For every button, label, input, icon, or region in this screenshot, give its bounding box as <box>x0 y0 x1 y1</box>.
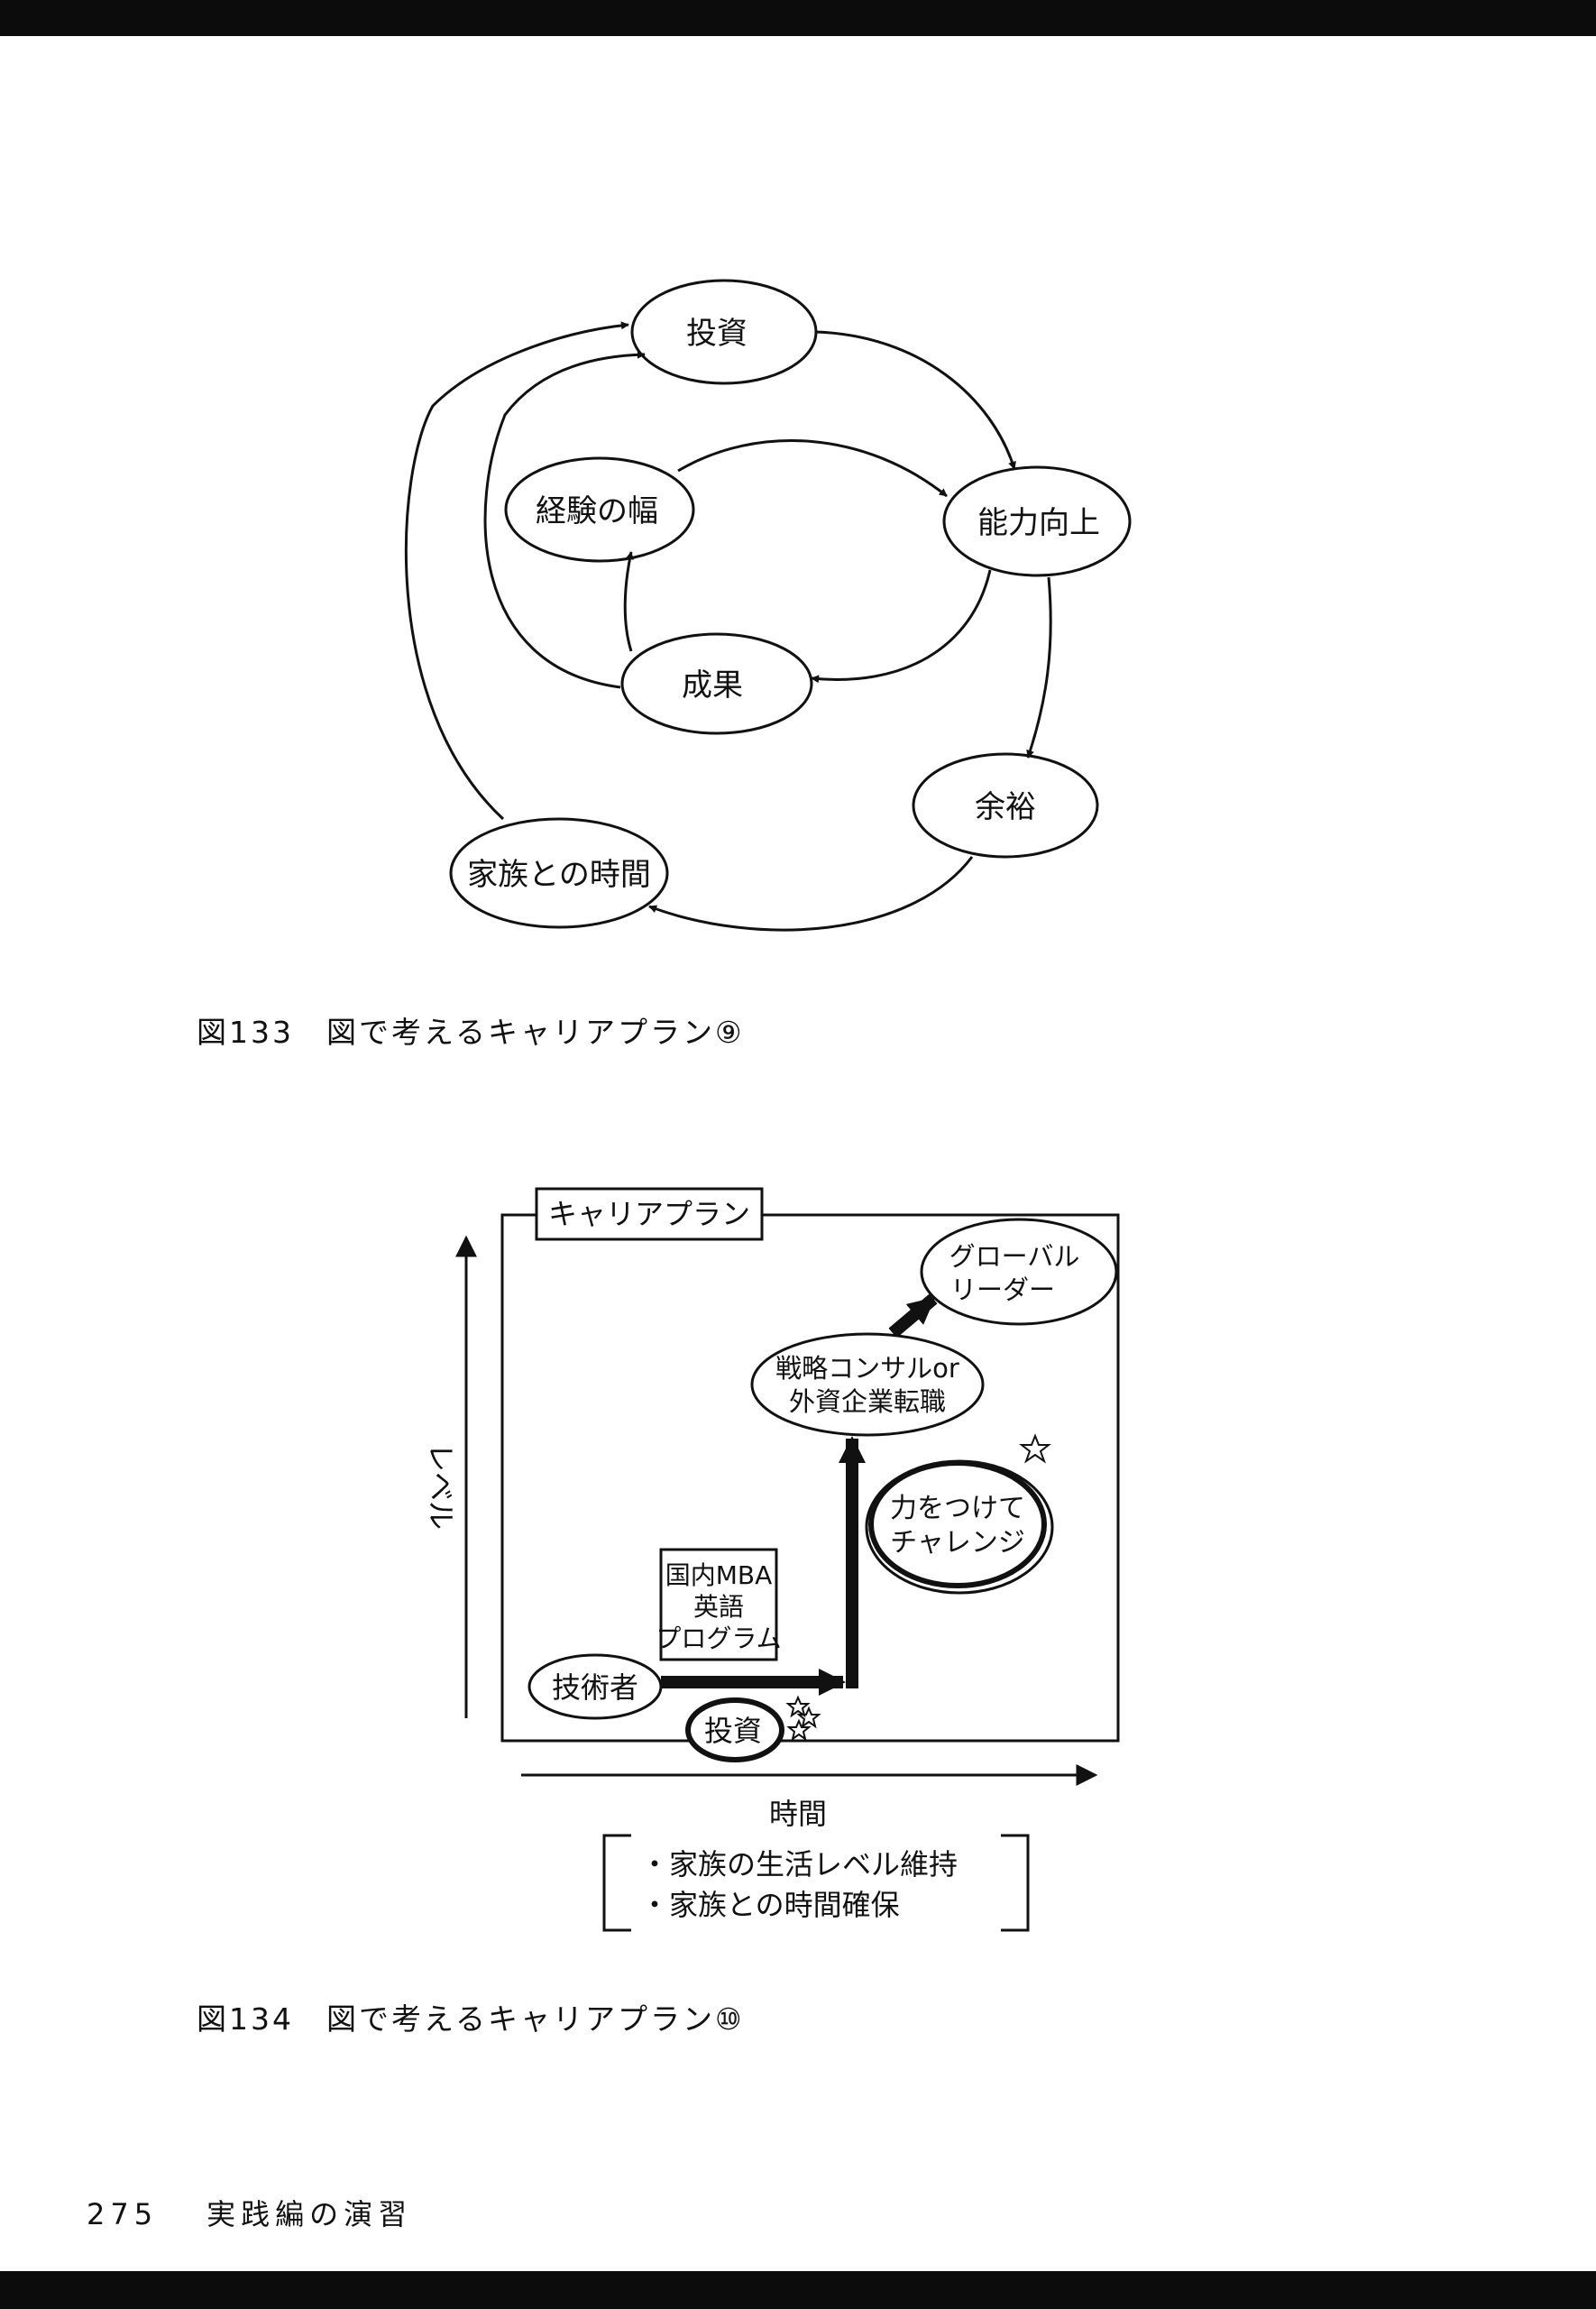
arrow-familytime-to-invest <box>404 321 629 821</box>
conditions-bracket-right <box>1001 1834 1030 1932</box>
node-ability-ellipse <box>942 465 1132 577</box>
condition-item-2: ・家族との時間確保 <box>640 1888 900 1922</box>
challenge-line-2: チャレンジ <box>890 1527 1025 1559</box>
section-title: 実践編の演習 <box>206 2197 413 2231</box>
node-invest2-ellipse <box>685 1697 784 1762</box>
figure-134-career-chart <box>455 1187 1120 1932</box>
node-ability-label: 能力向上 <box>977 505 1100 541</box>
node-familytime-ellipse <box>449 817 669 929</box>
arrow-margin-to-familytime <box>648 856 974 932</box>
figure-133-cycle-diagram <box>404 279 1132 932</box>
y-axis-label: レベル <box>424 1443 458 1530</box>
star-icon <box>1019 1433 1051 1464</box>
chart-frame <box>500 1213 1120 1743</box>
arrow-ability-to-results <box>811 569 992 684</box>
bottom-black-band <box>0 2271 1596 2309</box>
frame-title-box <box>535 1187 764 1241</box>
node-results-ellipse <box>620 632 813 735</box>
node-margin-label: 余裕 <box>975 789 1036 825</box>
star-icon <box>786 1718 812 1742</box>
conditions-bracket-left <box>602 1834 631 1932</box>
star-icons <box>785 1433 1051 1742</box>
node-margin-ellipse <box>912 752 1099 859</box>
program-line-3: プログラム <box>656 1624 781 1653</box>
page-number: 275 <box>87 2197 159 2231</box>
figure-134-labels: キャリアプラン 時間 レベル 技術者 投資 国内MBA 英語 プログラム 戦略コ… <box>424 1197 1079 1922</box>
program-box <box>659 1548 778 1661</box>
program-line-2: 英語 <box>693 1592 744 1622</box>
strategy-line-2: 外資企業転職 <box>789 1386 946 1417</box>
node-strategy-ellipse <box>750 1332 985 1437</box>
node-results-label: 成果 <box>682 667 743 704</box>
node-experience-ellipse <box>504 456 695 563</box>
arrow-experience-to-ability <box>677 439 948 498</box>
arrow-ability-to-margin <box>1026 576 1052 759</box>
node-challenge-ellipse <box>868 1460 1047 1588</box>
node-familytime-label: 家族との時間 <box>467 857 651 893</box>
arrow-results-to-experience <box>623 551 634 652</box>
star-icon <box>785 1695 811 1718</box>
page-footer: 275 実践編の演習 <box>87 2192 412 2233</box>
arrow-results-to-invest <box>483 350 646 689</box>
challenge-line-1: 力をつけて <box>890 1493 1025 1524</box>
global-line-2: リーダー <box>950 1274 1055 1305</box>
node-global-ellipse <box>920 1218 1118 1326</box>
node-experience-label: 経験の幅 <box>536 493 658 529</box>
node-engineer-label: 技術者 <box>552 1670 638 1705</box>
arrow-invest-to-ability <box>815 330 1016 470</box>
figure-134-caption: 図134 図で考えるキャリアプラン⑩ <box>197 2001 745 2037</box>
figure-133-caption: 図133 図で考えるキャリアプラン⑨ <box>197 1015 745 1050</box>
x-axis-label: 時間 <box>769 1797 827 1831</box>
star-icon <box>796 1706 821 1729</box>
strategy-line-1: 戦略コンサルor <box>775 1353 959 1384</box>
top-black-band <box>0 0 1596 36</box>
node-invest-label: 投資 <box>686 316 748 352</box>
condition-item-1: ・家族の生活レベル維持 <box>640 1847 958 1881</box>
node-invest-ellipse <box>630 279 818 385</box>
arrow-strategy-to-global <box>888 1293 938 1338</box>
program-line-1: 国内MBA <box>665 1560 773 1590</box>
global-line-1: グローバル <box>949 1241 1080 1272</box>
node-invest2-label: 投資 <box>704 1714 762 1748</box>
node-challenge-ellipse-outer <box>865 1459 1054 1595</box>
figure-133-labels: 投資 能力向上 経験の幅 成果 余裕 家族との時間 <box>467 316 1100 893</box>
frame-title: キャリアプラン <box>548 1197 750 1231</box>
